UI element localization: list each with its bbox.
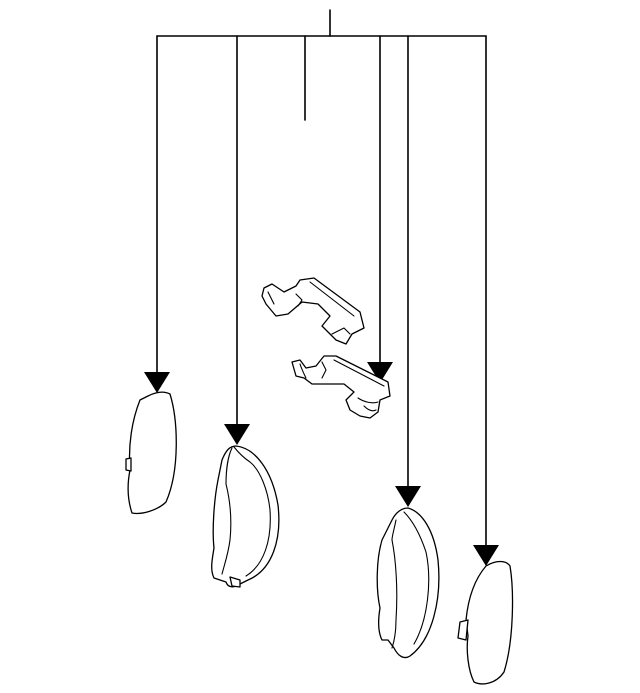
brake-pad-1: [125, 391, 177, 515]
arrowhead-pad-4: [473, 545, 499, 566]
brake-pad-2: [211, 445, 280, 588]
arrowhead-clip: [367, 362, 393, 383]
brake-pad-4: [457, 560, 514, 685]
arrowheads: [144, 362, 499, 566]
arrowhead-pad-3: [395, 486, 421, 507]
anti-rattle-clip-upper: [261, 277, 365, 345]
brake-pad-3: [376, 507, 440, 659]
leader-lines: [156, 9, 487, 546]
arrowhead-pad-2: [224, 424, 250, 445]
arrowhead-pad-1: [144, 372, 170, 393]
anti-rattle-clip-lower: [291, 355, 391, 419]
